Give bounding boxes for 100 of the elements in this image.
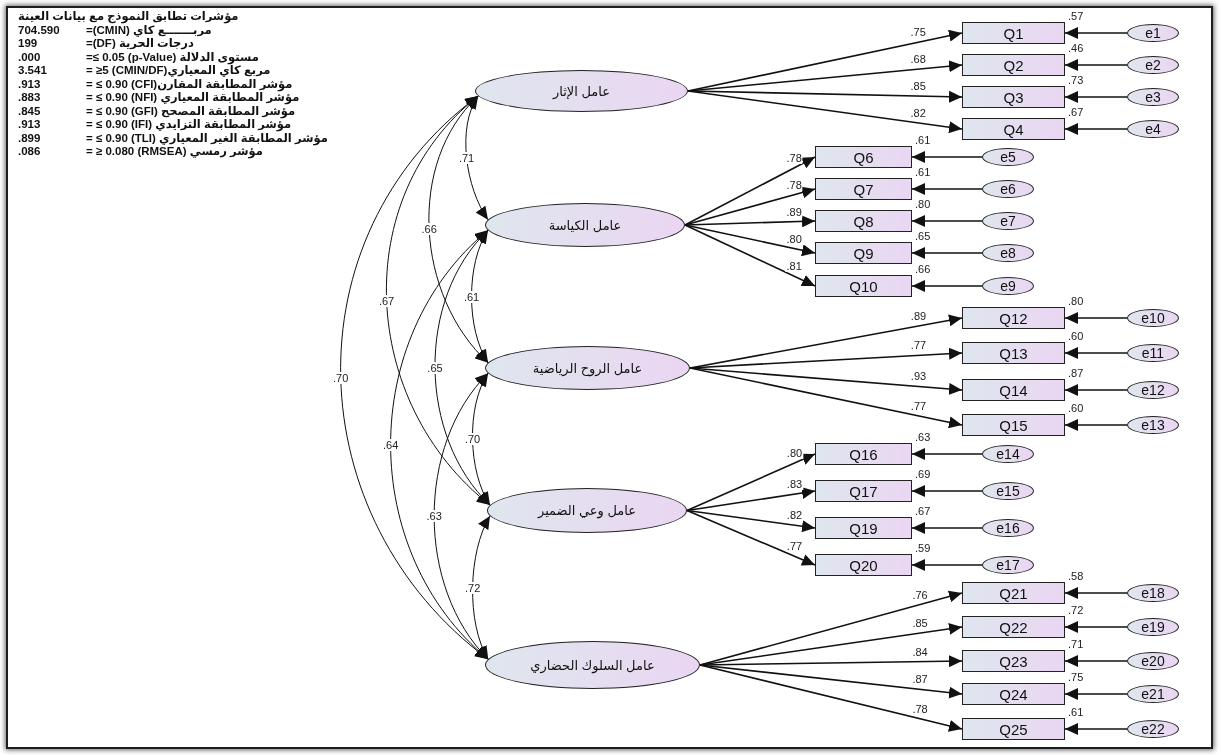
r-squared-label: .61 [914,134,932,146]
error-arrow [1064,123,1128,135]
fit-index-criterion: =(DF) درجات الحرية [86,37,195,51]
observed-variable-box [815,443,912,465]
r-squared-label: .58 [1067,570,1085,582]
error-label: e14 [996,447,1020,461]
variable-label: Q19 [849,520,878,536]
loading-arrow [687,90,963,134]
r-squared-label: .57 [1067,10,1085,22]
r-squared-label: .66 [914,263,932,275]
covariance-arrow [465,95,489,221]
error-arrow [1064,688,1128,700]
error-arrow [1064,384,1128,396]
variable-label: Q4 [1003,121,1024,137]
fit-index-criterion: = ≤ 0.90 (NFI) مؤشر المطابقة المعياري [86,91,301,105]
error-label: e1 [1145,26,1161,40]
variable-label: Q24 [999,686,1028,702]
error-label: e21 [1141,687,1165,701]
covariance-arrow [472,372,491,506]
error-arrow [1064,91,1128,103]
factor-label: عامل السلوك الحضاري [530,658,655,672]
fit-index-criterion: = ≤ 0.90 (CFI)مؤشر المطابقة المقارن [86,77,294,91]
fit-index-criterion: = ≥ 0.080 (RMSEA) مؤشر رمسي [86,145,264,159]
edge-label: .85 [911,617,929,630]
error-label: e3 [1145,90,1161,104]
error-label: e6 [1000,182,1016,196]
edge-label: .63 [425,510,443,523]
fit-index-criterion: = ≥5 (CMIN/DF)مربع كاي المعياري [86,64,272,78]
covariance-arrow [471,229,489,364]
covariance-arrow [472,515,491,660]
observed-variable-box [962,307,1065,329]
error-label: e7 [1000,214,1016,228]
variable-label: Q1 [1003,25,1024,41]
observed-variable-box [815,554,912,576]
loading-arrow [684,224,816,287]
observed-variable-box [962,342,1065,364]
error-label: e18 [1141,586,1165,600]
error-arrow [1064,723,1128,735]
variable-label: Q25 [999,721,1028,737]
loading-arrow [686,509,816,533]
r-squared-label: .63 [914,431,932,443]
error-arrow [1064,419,1128,431]
factor-label: عامل الروح الرياضية [532,361,643,375]
error-arrow [911,559,983,571]
variable-label: Q21 [999,585,1028,601]
error-label: e13 [1141,418,1165,432]
factor-label: عامل وعي الضمير [537,504,637,517]
fit-index-value: .899 [18,131,42,145]
edge-label: .89 [909,310,928,322]
fit-index-value: 704.590 [18,23,61,37]
error-label: e22 [1141,722,1165,736]
loading-arrow [684,156,816,226]
error-arrow [1064,59,1128,71]
error-arrow [1064,587,1128,599]
fit-index-value: 199 [18,37,39,51]
observed-variable-box [962,718,1065,740]
factor-label: عامل الكياسة [548,218,622,232]
variable-label: Q3 [1003,89,1024,105]
error-arrow [911,183,983,195]
variable-label: Q8 [853,213,874,229]
error-arrow [911,522,983,534]
variable-label: Q12 [999,310,1028,326]
r-squared-label: .73 [1067,74,1085,86]
fit-index-criterion: = ≤ 0.90 (GFI) مؤشر المطابقة المصحح [86,104,296,118]
r-squared-label: .80 [914,198,932,210]
error-label: e15 [996,484,1020,498]
observed-variable-box [962,54,1065,76]
variable-label: Q22 [999,619,1028,635]
fit-index-criterion: =(CMIN) مربـــــــع كاي [86,23,212,37]
variable-label: Q7 [853,181,874,197]
r-squared-label: .65 [914,230,932,242]
variable-label: Q6 [853,149,874,165]
error-label: e12 [1141,383,1165,397]
observed-variable-box [815,146,912,168]
error-arrow [1064,347,1128,359]
fit-index-value: .883 [18,91,42,105]
variable-label: Q2 [1003,57,1024,73]
loading-arrow [686,453,816,512]
variable-label: Q9 [853,245,874,261]
fit-index-criterion: =≤ 0.05 (p-Value) مستوى الدلالة [86,50,259,64]
observed-variable-box [962,118,1065,140]
error-arrow [911,448,983,460]
error-arrow [911,151,983,163]
r-squared-label: .80 [1067,295,1085,307]
error-label: e2 [1145,58,1161,72]
r-squared-label: .59 [914,542,932,554]
error-arrow [911,247,983,259]
r-squared-label: .46 [1067,42,1085,54]
variable-label: Q23 [999,653,1028,669]
variable-label: Q14 [999,382,1028,398]
edge-label: .85 [909,80,927,93]
error-label: e16 [996,521,1020,535]
observed-variable-box [962,414,1065,436]
r-squared-label: .67 [914,505,932,517]
edge-label: .77 [909,339,928,352]
error-arrow [1064,621,1128,633]
r-squared-label: .72 [1067,604,1085,616]
factor-label: عامل الإثار [553,84,610,98]
edge-label: .66 [420,223,438,236]
edge-label: .68 [909,53,927,66]
